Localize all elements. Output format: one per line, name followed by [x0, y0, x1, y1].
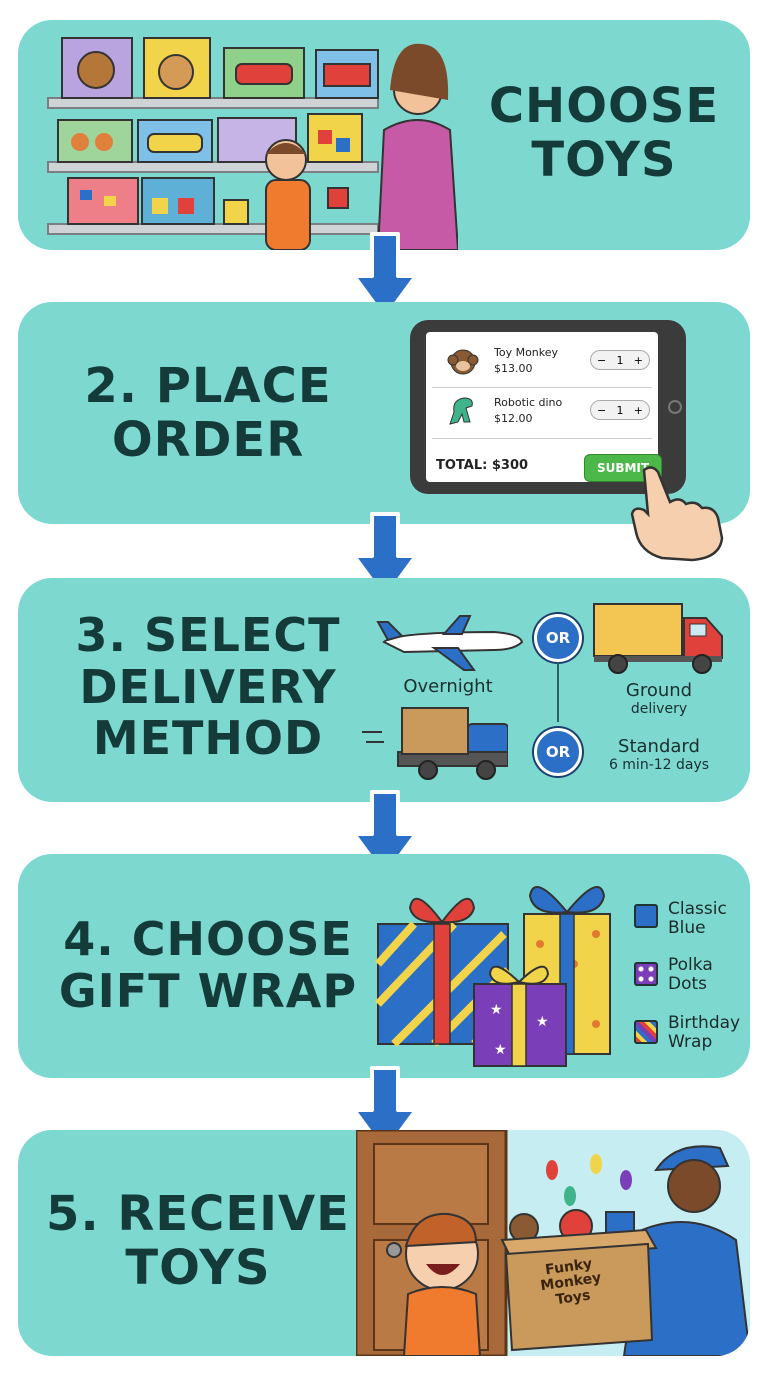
delivery-truck-icon — [362, 707, 508, 780]
standard-delivery-label: Standard 6 min-12 days — [594, 736, 724, 773]
ground-delivery-label: Ground delivery — [594, 680, 724, 717]
step-5-title-line2: TOYS — [125, 1239, 271, 1296]
standard-subtitle: 6 min-12 days — [608, 757, 710, 773]
step-3-title-line2: DELIVERY — [79, 659, 337, 714]
step-3-title-line1: 3. SELECT — [75, 608, 341, 662]
classic-blue-swatch[interactable] — [634, 904, 658, 928]
toy-store-illustration — [47, 37, 458, 250]
divider — [432, 387, 652, 388]
step-2-title-line1: 2. PLACE — [84, 358, 332, 414]
wrap-option-label: Birthday Wrap — [668, 1014, 740, 1051]
step-1-panel: CHOOSE TOYS — [18, 20, 750, 250]
pointing-hand-icon — [630, 466, 724, 562]
divider — [432, 438, 652, 439]
or-connector-line — [557, 662, 559, 722]
or-badge: OR — [534, 614, 582, 662]
birthday-wrap-swatch[interactable] — [634, 1020, 658, 1044]
step-1-title-line1: CHOOSE — [488, 78, 720, 134]
wrap-option-line2: Dots — [668, 973, 708, 994]
airplane-icon — [376, 615, 524, 671]
step-5-title-line1: 5. RECEIVE — [46, 1186, 350, 1242]
or-badge: OR — [534, 728, 582, 776]
wrap-option-line2: Blue — [668, 917, 706, 938]
ground-truck-icon — [593, 603, 723, 674]
decrement-button[interactable]: − — [597, 403, 607, 417]
svg-text:★: ★ — [490, 1002, 503, 1018]
wrap-option-line2: Wrap — [668, 1031, 713, 1052]
gift-boxes-illustration: ★ ★ ★ — [375, 886, 611, 1067]
standard-title: Standard — [618, 736, 700, 757]
step-1-title: CHOOSE TOYS — [458, 78, 750, 188]
step-4-title-line1: 4. CHOOSE — [63, 912, 353, 966]
item-price: $13.00 — [494, 362, 533, 375]
quantity-stepper[interactable]: − 1 + — [590, 400, 650, 420]
wrap-option-line1: Polka — [668, 955, 713, 975]
item-price: $12.00 — [494, 412, 533, 425]
order-total: TOTAL: $300 — [436, 458, 529, 473]
wrap-option-line1: Birthday — [668, 1013, 741, 1033]
wrap-option-line1: Classic — [668, 899, 727, 919]
quantity-stepper[interactable]: − 1 + — [590, 350, 650, 370]
item-name: Toy Monkey — [494, 346, 559, 359]
item-name: Robotic dino — [494, 396, 563, 409]
step-4-title-line2: GIFT WRAP — [58, 963, 358, 1018]
quantity-value: 1 — [616, 353, 624, 367]
step-2-title-line2: ORDER — [111, 411, 305, 468]
step-3-panel: 3. SELECT DELIVERY METHOD Overnight OR O… — [18, 578, 750, 802]
svg-text:★: ★ — [536, 1014, 549, 1030]
decrement-button[interactable]: − — [597, 353, 607, 367]
wrap-option-label: Classic Blue — [668, 900, 727, 937]
step-2-title: 2. PLACE ORDER — [48, 358, 368, 468]
step-3-title: 3. SELECT DELIVERY METHOD — [38, 608, 378, 766]
dinosaur-icon — [449, 397, 473, 425]
step-5-panel: 5. RECEIVE TOYS Funky Monkey Toys — [18, 1130, 750, 1356]
overnight-label: Overnight — [403, 676, 493, 697]
order-screen: Toy Monkey $13.00 − 1 + Robotic dino $12… — [426, 332, 662, 482]
monkey-icon — [447, 349, 479, 375]
wrap-option-label: Polka Dots — [668, 956, 713, 993]
step-3-title-line3: METHOD — [92, 711, 324, 766]
ground-subtitle: delivery — [630, 701, 688, 717]
delivery-scene-illustration — [356, 1130, 750, 1356]
tablet-home-button — [668, 400, 682, 414]
polka-dots-swatch[interactable] — [634, 962, 658, 986]
step-1-title-line2: TOYS — [531, 131, 677, 188]
step-5-title: 5. RECEIVE TOYS — [38, 1186, 358, 1296]
quantity-value: 1 — [616, 403, 624, 417]
ground-title: Ground — [625, 680, 693, 701]
step-4-title: 4. CHOOSE GIFT WRAP — [38, 912, 378, 1018]
increment-button[interactable]: + — [633, 403, 643, 417]
svg-text:★: ★ — [494, 1042, 507, 1058]
increment-button[interactable]: + — [633, 353, 643, 367]
tablet-order-form: Toy Monkey $13.00 − 1 + Robotic dino $12… — [410, 320, 686, 494]
step-4-panel: 4. CHOOSE GIFT WRAP ★ ★ ★ Classic Blue P… — [18, 854, 750, 1078]
